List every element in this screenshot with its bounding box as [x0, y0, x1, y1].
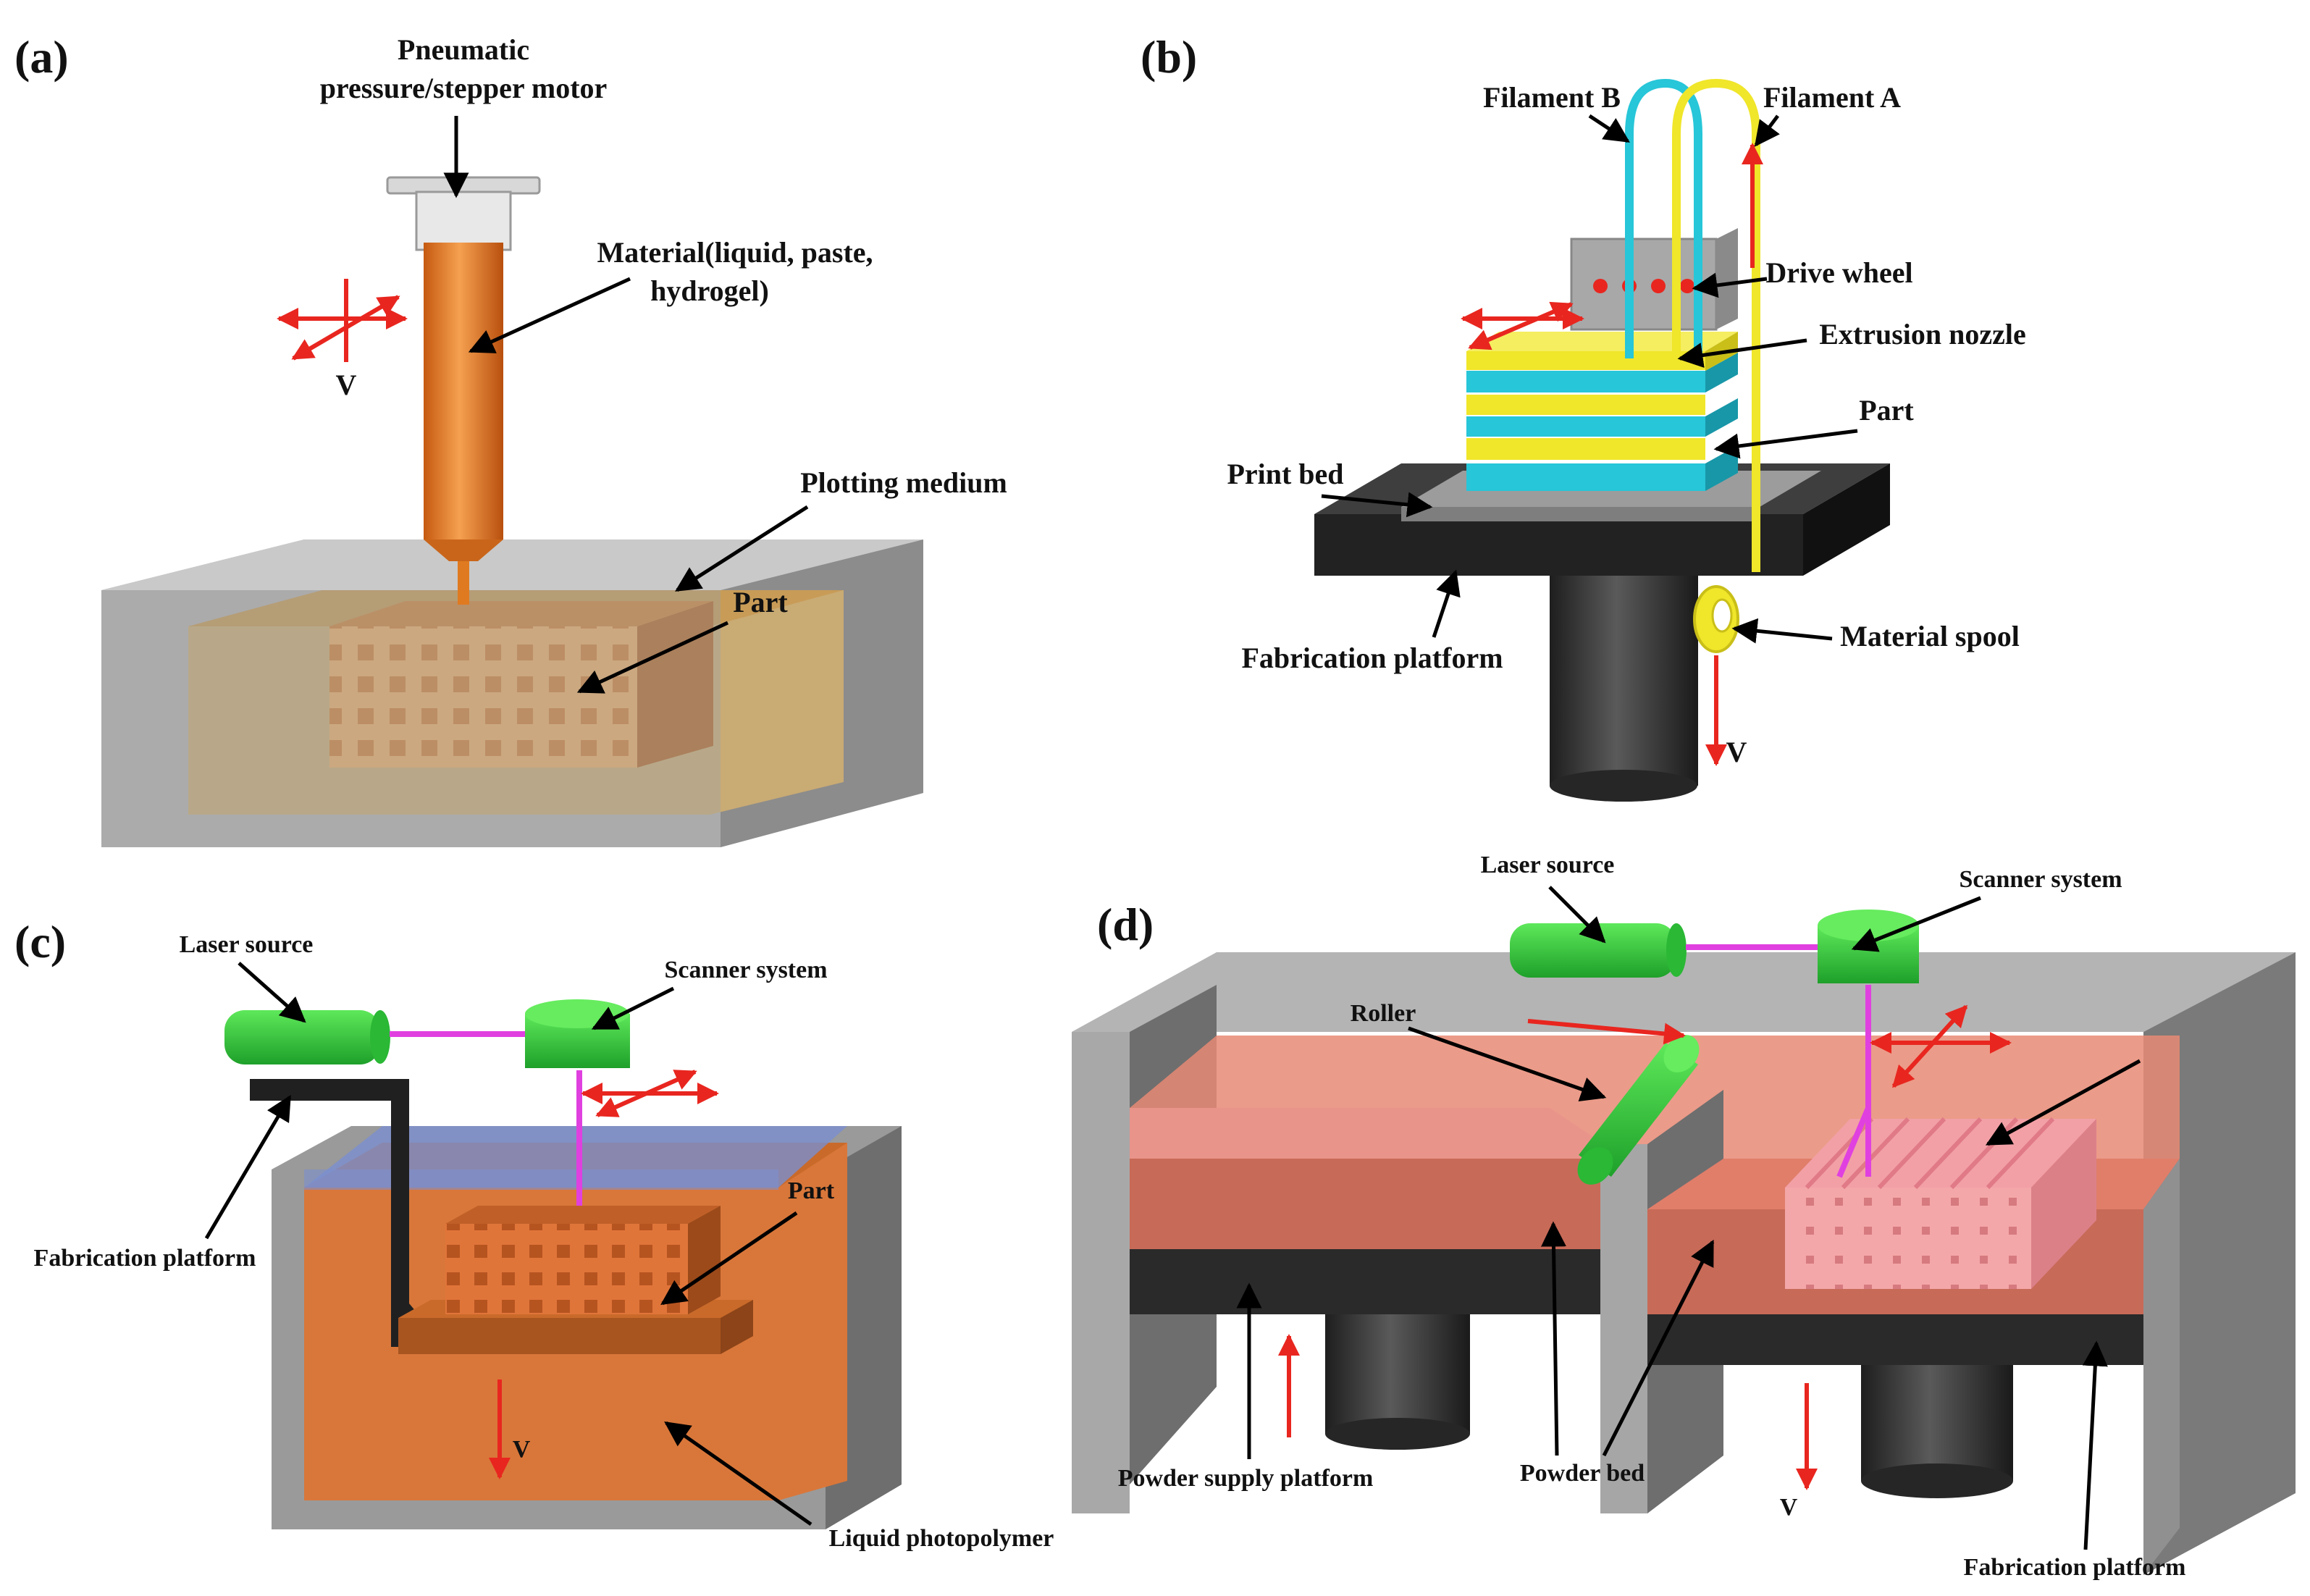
laser-source-label-c: Laser source	[180, 931, 314, 958]
plotting-medium-tank	[101, 539, 923, 847]
material-label-line2: hydrogel)	[650, 274, 769, 307]
panel-b: (b)	[1141, 31, 2026, 802]
laser-source-label-d: Laser source	[1481, 852, 1615, 878]
v-label-d: V	[1780, 1494, 1798, 1521]
leader-fabrication-platform-d	[2082, 1340, 2108, 1550]
filament-b	[1625, 78, 1702, 358]
y-motion-arrow-b	[1468, 301, 1574, 350]
roller-label: Roller	[1351, 1000, 1416, 1027]
filament-b-label: Filament B	[1483, 81, 1621, 114]
part-a-lattice	[329, 601, 713, 768]
leader-material	[468, 277, 631, 353]
scanner-system-label-d: Scanner system	[1959, 866, 2122, 893]
leader-print-bed	[1321, 492, 1433, 518]
material-spool-label: Material spool	[1840, 620, 2020, 652]
drive-wheel-label: Drive wheel	[1765, 256, 1912, 289]
panel-c: (c)	[14, 916, 1054, 1552]
leader-laser-source-d	[1548, 886, 1606, 944]
scanner-system-d	[1818, 910, 1919, 983]
roller	[1577, 1035, 1700, 1185]
v-label-a: V	[336, 369, 357, 401]
powder-supply-chamber	[1130, 1090, 1723, 1513]
fabrication-platform-label-c: Fabrication platform	[34, 1245, 256, 1272]
powder-bed-label: Powder bed	[1520, 1460, 1645, 1487]
scanner-system-c	[525, 999, 630, 1068]
laser-source-d	[1510, 923, 1687, 978]
xyz-motion-arrows-a	[277, 279, 408, 362]
part-label-b: Part	[1859, 394, 1914, 427]
leader-part-c	[660, 1211, 798, 1306]
leader-laser-source-c	[238, 962, 306, 1023]
drive-block	[1570, 228, 1738, 331]
laser-source-c	[224, 1010, 390, 1064]
leader-powder-bed-left	[1540, 1221, 1566, 1456]
y-motion-arrow-d	[1891, 1004, 1968, 1088]
panel-a-label: (a)	[14, 31, 69, 83]
filament-a	[1672, 78, 1760, 572]
filament-a-label: Filament A	[1763, 81, 1901, 114]
pneumatic-label-line2: pressure/stepper motor	[320, 72, 608, 104]
leader-roller	[1408, 1026, 1607, 1102]
part-label-a: Part	[733, 586, 788, 618]
fabrication-platform-label-d: Fabrication platform	[1964, 1554, 2186, 1581]
liquid-photopolymer-label: Liquid photopolymer	[829, 1525, 1054, 1552]
leader-material-spool	[1731, 618, 1833, 644]
print-bed-label: Print bed	[1227, 458, 1343, 490]
powder-supply-platform-label: Powder supply platform	[1118, 1465, 1374, 1492]
leader-scanner-system-c	[591, 986, 675, 1030]
panel-a: (a)	[14, 31, 1007, 847]
y-motion-arrow-c	[595, 1070, 697, 1117]
platform-support-cylinder-b	[1550, 558, 1698, 802]
leader-filament-a	[1754, 114, 1780, 147]
leader-part-d	[1985, 1059, 2141, 1146]
part-c-lattice	[445, 1206, 721, 1314]
leader-liquid-photopolymer	[664, 1421, 812, 1526]
plotting-medium-label: Plotting medium	[800, 466, 1007, 499]
v-label-b: V	[1726, 736, 1747, 768]
panel-d: (d)	[1072, 852, 2296, 1581]
panel-c-label: (c)	[14, 916, 66, 967]
leader-powder-bed-right	[1602, 1239, 1715, 1457]
panel-b-label: (b)	[1141, 31, 1197, 83]
leader-fabrication-platform-b	[1432, 569, 1461, 638]
leader-part-a	[576, 621, 729, 694]
fabrication-platform-label-b: Fabrication platform	[1241, 642, 1503, 674]
scanner-system-label-c: Scanner system	[664, 957, 827, 983]
material-spool	[1693, 585, 1739, 653]
leader-scanner-system-d	[1851, 896, 1981, 952]
leader-part-b	[1713, 429, 1858, 459]
panel-d-label: (d)	[1097, 899, 1154, 950]
drive-wheel-dot	[1593, 279, 1608, 293]
pneumatic-label-line1: Pneumatic	[398, 33, 529, 66]
leader-extrusion-nozzle	[1677, 338, 1807, 368]
v-label-c: V	[513, 1436, 531, 1463]
material-label-line1: Material(liquid, paste,	[597, 236, 873, 269]
leader-drive-wheel	[1692, 272, 1768, 298]
leader-fabrication-platform-c	[204, 1094, 292, 1240]
extrusion-nozzle-label: Extrusion nozzle	[1819, 318, 2026, 350]
leader-plotting-medium	[675, 505, 809, 592]
part-label-c: Part	[788, 1177, 835, 1204]
roller-direction-arrow	[1527, 1019, 1686, 1045]
leader-filament-b	[1588, 114, 1630, 143]
part-d-lattice	[1785, 1117, 2096, 1289]
